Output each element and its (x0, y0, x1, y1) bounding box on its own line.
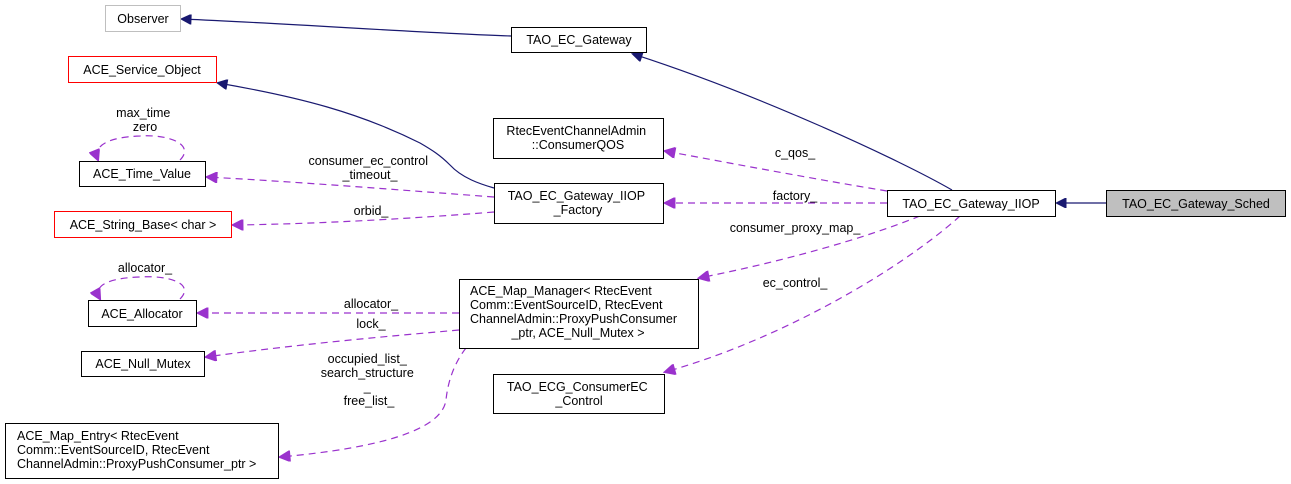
svg-text:RtecEventChannelAdmin ::: RtecEventChannelAdmin ::ConsumerQOS (506, 124, 649, 152)
svg-text:Observer: Observer (117, 12, 168, 26)
node-ace-null-mutex[interactable]: ACE_Null_Mutex (81, 351, 205, 377)
svg-text:TAO_EC_Gateway_IIOP: TAO_EC_Gateway_IIOP (902, 197, 1039, 211)
svg-text:ACE_Map_Manager< RtecEvent: ACE_Map_Manager< RtecEvent Comm::EventSo… (470, 284, 681, 340)
edge-gateway-iiop-to-map-manager (699, 215, 921, 278)
edge-map-manager-to-null-mutex (206, 329, 460, 357)
node-ace-allocator[interactable]: ACE_Allocator (88, 300, 197, 327)
edge-iiop-factory-to-service-object (218, 83, 495, 189)
label-allocator: allocator_ (344, 297, 399, 311)
svg-text:TAO_ECG_ConsumerEC _Cont: TAO_ECG_ConsumerEC _Control (507, 380, 651, 408)
svg-text:ACE_Allocator: ACE_Allocator (101, 307, 182, 321)
edge-gateway-iiop-to-gateway (633, 54, 953, 191)
node-consumer-ec-control[interactable]: TAO_ECG_ConsumerEC _Control (493, 374, 665, 414)
label-allocator-self: allocator_ (118, 261, 173, 275)
svg-text:TAO_EC_Gateway_IIOP _Fac: TAO_EC_Gateway_IIOP _Factory (508, 189, 649, 217)
svg-text:ACE_Service_Object: ACE_Service_Object (83, 63, 201, 77)
svg-text:TAO_EC_Gateway_Sched: TAO_EC_Gateway_Sched (1122, 197, 1270, 211)
label-consumer-ec-control-timeout: consumer_ec_control _timeout_ (309, 154, 432, 182)
node-ace-map-manager[interactable]: ACE_Map_Manager< RtecEvent Comm::EventSo… (459, 279, 699, 349)
svg-text:ACE_Time_Value: ACE_Time_Value (93, 167, 191, 181)
label-time-value-self: max_time zero (116, 106, 174, 134)
node-ace-string-base[interactable]: ACE_String_Base< char > (54, 211, 232, 238)
label-consumer-proxy-map: consumer_proxy_map_ (730, 221, 862, 235)
node-ace-service-object[interactable]: ACE_Service_Object (68, 56, 217, 83)
node-tao-ec-gateway-sched[interactable]: TAO_EC_Gateway_Sched (1106, 190, 1286, 217)
node-ace-time-value[interactable]: ACE_Time_Value (79, 161, 206, 187)
svg-text:TAO_EC_Gateway: TAO_EC_Gateway (526, 33, 632, 47)
node-consumer-qos[interactable]: RtecEventChannelAdmin ::ConsumerQOS (493, 118, 664, 159)
edge-gateway-iiop-to-consumer-ec-control (665, 215, 961, 372)
edge-gateway-to-observer (182, 19, 512, 37)
node-observer[interactable]: Observer (105, 5, 181, 32)
label-lock: lock_ (356, 317, 386, 331)
edge-allocator-self (98, 276, 186, 299)
edge-factory-to-string-base (233, 211, 495, 225)
edge-factory-to-time-value (207, 177, 495, 198)
label-c-qos: c_qos_ (775, 146, 816, 160)
label-map-entry-members: occupied_list_ search_structure _ free_l… (321, 352, 418, 408)
label-factory: factory_ (773, 189, 819, 203)
node-tao-ec-gateway-iiop[interactable]: TAO_EC_Gateway_IIOP (887, 190, 1056, 217)
edge-map-manager-to-map-entry (280, 347, 467, 457)
svg-text:ACE_Null_Mutex: ACE_Null_Mutex (95, 357, 191, 371)
edge-time-value-self (97, 135, 186, 160)
label-ec-control: ec_control_ (763, 276, 829, 290)
node-tao-ec-gateway[interactable]: TAO_EC_Gateway (511, 27, 647, 53)
node-iiop-factory[interactable]: TAO_EC_Gateway_IIOP _Factory (494, 183, 664, 224)
node-ace-map-entry[interactable]: ACE_Map_Entry< RtecEvent Comm::EventSour… (5, 423, 279, 479)
label-orbid: orbid_ (354, 204, 390, 218)
svg-text:ACE_String_Base< char >: ACE_String_Base< char > (70, 218, 217, 232)
svg-text:ACE_Map_Entry< RtecEvent: ACE_Map_Entry< RtecEvent Comm::EventSour… (17, 429, 256, 471)
edge-gateway-iiop-to-consumer-qos (665, 151, 888, 192)
